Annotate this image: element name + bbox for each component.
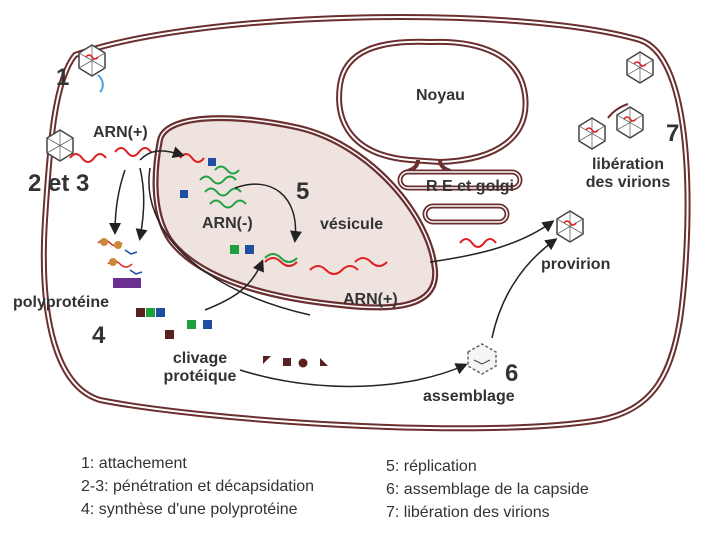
protein-square [208,158,216,166]
polyprotein-segment [136,308,145,317]
legend-left: 1: attachement 2-3: pénétration et décap… [81,452,314,521]
arrow-replication-return [148,167,311,316]
entry-pore [97,74,104,93]
protein-square [230,245,239,254]
protein-square [203,320,212,329]
legend-item-5: 5: réplication [386,458,477,475]
virion-icon [616,106,644,139]
arn-plus-top-label: ARN(+) [93,124,148,141]
protein-square [187,320,196,329]
protein-fragment [263,356,271,364]
ribosome-cluster [97,238,143,275]
vesicle [152,115,439,311]
arrow-cleavage-to-assembly [239,363,468,388]
rna-minus-strand [199,175,237,185]
step-5-label: 5 [296,178,310,205]
rna-minus-strand [264,253,298,263]
arrow-to-ribosomes [109,169,126,235]
clivage-line-1: clivage [172,350,228,367]
noyau-label: Noyau [416,87,465,104]
virion-icon [626,51,654,84]
arn-plus-bottom-label: ARN(+) [343,291,398,308]
protein-fragment [320,358,328,366]
legend-item-4: 4: synthèse d'une polyprotéine [81,501,298,518]
arrow-to-vesicle [139,146,185,161]
arrow-cleavage-to-vesicle [204,259,264,311]
rna-plus-strand [69,153,107,163]
arrow-to-provirion [429,220,555,263]
clivage-label: clivage protéique [162,350,238,386]
assembling-capsid-icon [467,343,497,375]
arrow-to-ribosomes-2 [135,167,148,241]
rna-minus-strand [209,199,247,209]
rna-minus-strand [214,165,240,175]
virion-icon [578,117,606,150]
cell-membrane-inner [42,16,689,430]
step-6-label: 6 [505,360,519,387]
protein-fragment [298,358,308,368]
provirion-label: provirion [541,256,611,273]
protein-fragment [283,358,291,366]
polyprotein-segment [146,308,155,317]
re-golgi-label: R E et golgi [426,178,514,195]
rna-plus-strand [309,265,359,275]
rna-plus-strand [459,238,497,248]
legend-item-2-3: 2-3: pénétration et décapsidation [81,478,315,495]
er-cisterna-2 [422,203,510,225]
legend-right: 5: réplication 6: assemblage de la capsi… [386,455,589,524]
polyproteine-label: polyprotéine [13,294,110,311]
protein-square [245,245,254,254]
step-2-3-label: 2 et 3 [28,170,90,197]
liberation-line-1: libération [591,156,664,173]
step-1-label: 1 [56,64,70,91]
legend-item-6: 6: assemblage de la capside [386,481,589,498]
liberation-label: libération des virions [573,156,683,192]
rna-minus-strand [204,187,242,197]
rna-plus-strand [114,147,152,157]
rna-plus-strand [264,257,298,267]
vesicule-label: vésicule [320,216,384,233]
step-7-label: 7 [666,120,680,147]
arrow-replication-loop [234,183,302,243]
clivage-line-2: protéique [163,368,237,385]
exit-pore [607,103,629,119]
assemblage-label: assemblage [423,388,515,405]
step-4-label: 4 [92,322,106,349]
nucleus-inner [338,40,527,164]
provirion-icon [556,210,584,243]
legend-item-7: 7: libération des virions [386,504,550,521]
legend-item-1: 1: attachement [81,455,187,472]
rna-plus-strand [354,257,388,267]
arrow-assembly-to-provirion [491,238,558,339]
virion-icon [78,44,106,77]
protein-square [180,190,188,198]
polyprotein-segment [156,308,165,317]
liberation-line-2: des virions [585,174,671,191]
er-cisterna-2-inner [424,205,508,223]
er-cisterna-1-inner [399,171,521,189]
polyprotein-segment [165,330,174,339]
polyprotein-bar [113,278,141,288]
arn-minus-label: ARN(-) [202,215,253,232]
virion-icon [46,129,74,162]
